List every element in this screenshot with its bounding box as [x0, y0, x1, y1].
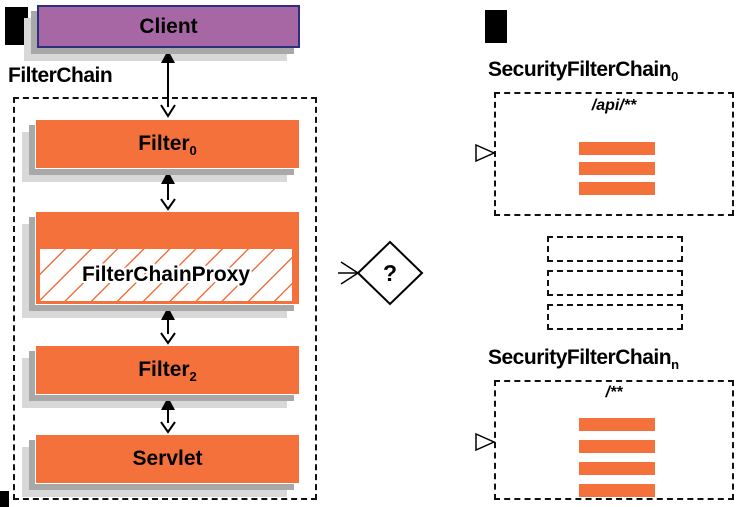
arrow-filter0-delegating — [160, 171, 176, 211]
filterchain-container — [13, 97, 317, 500]
filter-bar — [578, 461, 656, 476]
securityfilterchainN-box: /** — [494, 380, 734, 500]
ellipsis-chain-box — [547, 304, 683, 330]
crop-artifact-bottom-left — [0, 491, 9, 507]
delegatingfilterproxy-box: DelegatingFilterProxy FilterChainProxy — [22, 211, 300, 318]
arrowhead-chainN — [475, 432, 496, 452]
filter-bar — [578, 141, 656, 156]
filter0-box: Filter0 — [22, 119, 300, 182]
filter2-label: Filter2 — [138, 358, 197, 385]
arrow-delegating-filter2 — [160, 307, 176, 345]
ellipsis-chains — [547, 236, 683, 338]
chain0-url-pattern: /api/** — [591, 97, 637, 114]
filterchainproxy-box: FilterChainProxy — [40, 249, 292, 301]
filter2-box: Filter2 — [22, 345, 300, 408]
securityfilterchain0-box: /api/** — [494, 92, 734, 216]
servlet-box: Servlet — [22, 434, 300, 497]
filter-bar — [578, 181, 656, 196]
filter0-label: Filter0 — [138, 132, 197, 159]
client-box: Client — [24, 5, 300, 61]
securityfilterchainN-label: SecurityFilterChainn — [488, 346, 679, 373]
chainN-url-pattern: /** — [605, 384, 623, 401]
servlet-label: Servlet — [132, 447, 203, 470]
filter-bar — [578, 417, 656, 432]
securityfilterchain0-label: SecurityFilterChain0 — [488, 58, 678, 85]
crop-artifact-top-left — [5, 7, 28, 45]
filterchain-label: FilterChain — [8, 64, 113, 87]
chainN-filter-bars — [578, 417, 656, 505]
chain0-filter-bars — [578, 141, 656, 201]
ellipsis-chain-box — [547, 236, 683, 262]
arrow-filter2-servlet — [160, 397, 176, 434]
arrow-client-filter0 — [160, 50, 176, 118]
client-label: Client — [139, 14, 198, 38]
filter-bar — [578, 161, 656, 176]
decision-diamond — [356, 240, 424, 306]
filter-bar — [578, 439, 656, 454]
crop-artifact-top-right — [485, 10, 507, 43]
decision-question-label: ? — [382, 259, 398, 286]
filterchainproxy-label: FilterChainProxy — [81, 263, 251, 286]
arrowhead-chain0 — [475, 143, 496, 163]
ellipsis-chain-box — [547, 270, 683, 296]
filter-bar — [578, 483, 656, 498]
